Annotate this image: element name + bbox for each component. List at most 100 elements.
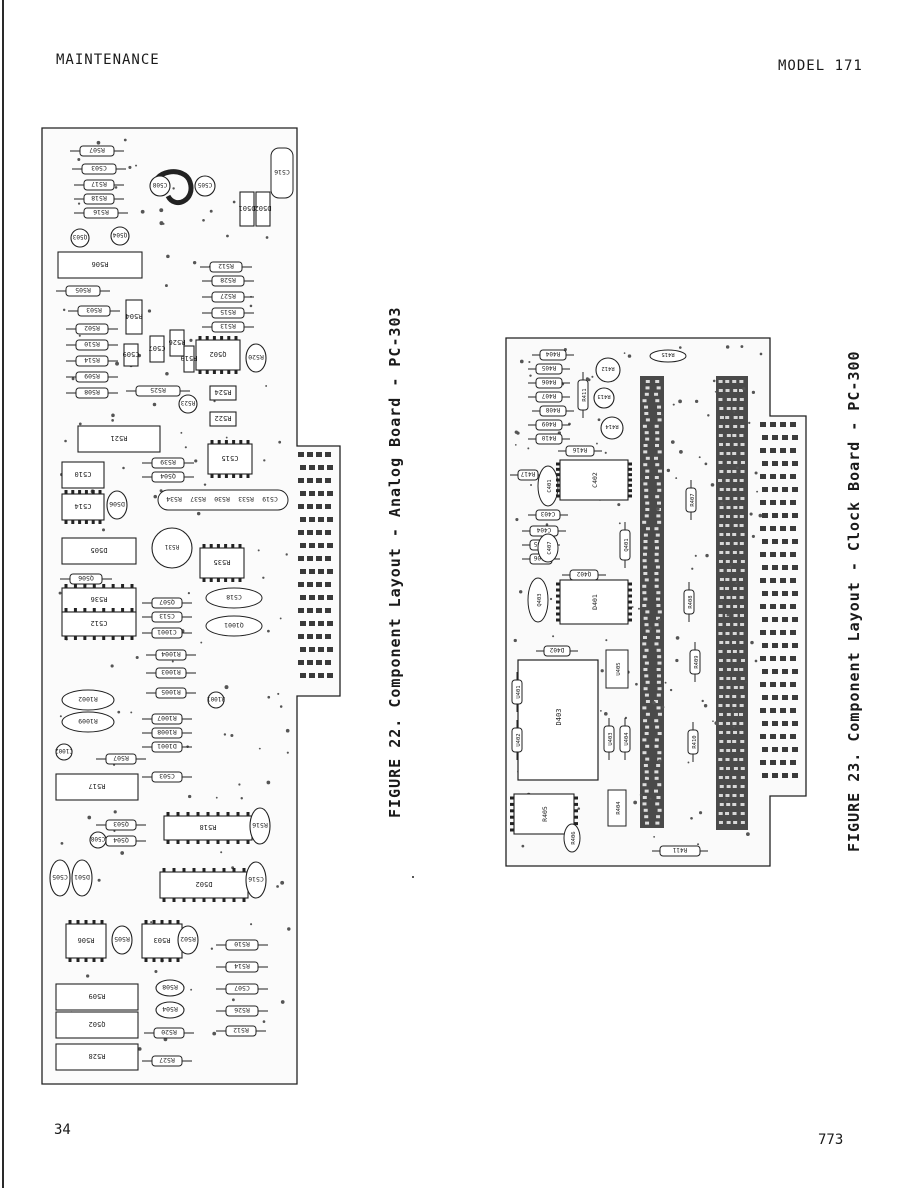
solder-pad xyxy=(666,468,671,473)
bus-pad xyxy=(655,533,660,537)
edge-connector-pad xyxy=(307,452,313,457)
solder-pad xyxy=(117,710,121,714)
ic-pin xyxy=(130,636,134,640)
edge-connector-pad xyxy=(772,513,778,518)
resistor-body xyxy=(685,487,697,513)
solder-pad xyxy=(224,685,229,690)
ic-pin xyxy=(556,494,560,498)
ic-pin xyxy=(628,483,632,487)
ic-pin xyxy=(196,812,200,816)
solder-pad xyxy=(231,998,235,1002)
bus-pad xyxy=(718,668,723,671)
component-label: C505 xyxy=(197,181,212,188)
resistor-body xyxy=(577,379,589,411)
bus-pad xyxy=(739,551,744,554)
bus-pad xyxy=(644,674,649,678)
ic-pin xyxy=(76,958,80,962)
solder-pad xyxy=(549,597,553,601)
bus-pad xyxy=(656,629,661,633)
component-label: D505 xyxy=(91,546,108,554)
bus-pad xyxy=(739,632,744,635)
bus-pad xyxy=(719,452,724,455)
component-label: R1009 xyxy=(78,717,98,725)
bus-pad xyxy=(740,785,745,788)
edge-connector-pad xyxy=(298,452,304,457)
component-label: C509 xyxy=(123,350,140,358)
edge-connector-pad xyxy=(325,478,331,483)
edge-connector-pad xyxy=(770,474,776,479)
bus-pad xyxy=(643,597,648,601)
component-label: R507 xyxy=(113,754,129,762)
solder-pad xyxy=(276,885,279,888)
ic-pin xyxy=(574,822,578,826)
component-label: R412 xyxy=(601,365,614,371)
ic-pin xyxy=(556,483,560,487)
bus-pad xyxy=(657,661,662,665)
binding-edge-line xyxy=(2,0,4,1188)
solder-pad xyxy=(137,1047,142,1051)
component-label: R536 xyxy=(91,595,108,603)
component-label: R526 xyxy=(234,1006,250,1014)
ic-pin xyxy=(176,840,180,844)
edge-connector-pad xyxy=(772,591,778,596)
solder-pad xyxy=(740,729,743,732)
bus-pad xyxy=(655,725,660,729)
capacitor-body xyxy=(245,343,267,373)
bus-pad xyxy=(654,476,659,479)
solder-pad xyxy=(86,974,90,978)
edge-connector-pad xyxy=(792,539,798,544)
solder-pad xyxy=(617,503,621,507)
bus-pad xyxy=(657,520,662,524)
ic-pin xyxy=(78,490,82,494)
bus-pad xyxy=(726,749,731,752)
edge-connector-pad xyxy=(782,669,788,674)
component-label: R509 xyxy=(89,992,106,1000)
ic-pin xyxy=(217,440,221,444)
solder-pad xyxy=(729,565,732,568)
resistor-body xyxy=(687,729,699,755)
solder-pad xyxy=(120,851,125,855)
solder-pad xyxy=(238,783,241,786)
bus-pad xyxy=(645,469,650,473)
component-label: R1003 xyxy=(161,668,181,676)
resistor-body xyxy=(535,363,563,375)
ic-pin xyxy=(556,473,560,477)
ic-pin xyxy=(556,600,560,604)
component-label: R411 xyxy=(672,846,687,853)
bus-pad xyxy=(719,695,724,698)
solder-pad xyxy=(265,385,268,387)
bus-pad xyxy=(656,591,661,595)
bus-pad xyxy=(740,452,745,455)
capacitor-body xyxy=(155,979,185,997)
bus-pad xyxy=(718,794,723,797)
resistor-body xyxy=(79,145,115,157)
edge-connector-pad xyxy=(762,513,768,518)
edge-connector-pad xyxy=(772,461,778,466)
edge-connector-pad xyxy=(762,539,768,544)
solder-pad xyxy=(714,721,719,725)
ic-pin xyxy=(121,608,125,612)
solder-pad xyxy=(633,800,638,805)
ic-pin xyxy=(212,868,216,872)
component-label: D1001 xyxy=(157,742,177,750)
resistor-body xyxy=(151,597,183,609)
bus-pad xyxy=(726,713,731,716)
ic-pin xyxy=(205,336,209,340)
component-label: R528 xyxy=(220,276,236,284)
bus-pad xyxy=(644,405,649,409)
edge-connector-pad xyxy=(327,673,333,678)
resistor-body xyxy=(209,261,243,273)
edge-connector-pad xyxy=(762,747,768,752)
component-label: R530 xyxy=(214,495,230,503)
solder-pad xyxy=(669,688,673,692)
ic-pin xyxy=(246,474,250,478)
bus-pad xyxy=(740,803,745,806)
edge-connector-pad xyxy=(782,721,788,726)
component-label: R504 xyxy=(162,1005,178,1013)
bus-pad xyxy=(656,764,661,767)
bus-pad xyxy=(732,407,737,410)
solder-pad xyxy=(159,208,164,213)
ic-pin xyxy=(628,462,632,466)
ic-pin xyxy=(236,812,240,816)
